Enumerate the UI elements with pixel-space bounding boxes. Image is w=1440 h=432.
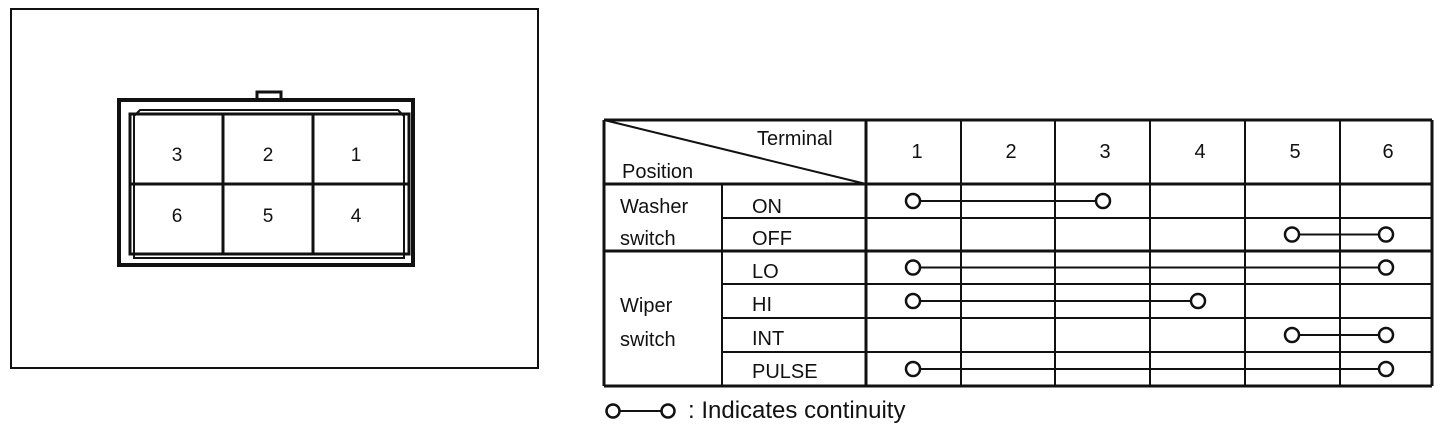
- continuity-terminal-dot: [904, 259, 922, 276]
- cavity-label: 1: [351, 145, 362, 166]
- terminal-header: 3: [1099, 141, 1110, 163]
- legend-text: : Indicates continuity: [688, 397, 906, 424]
- continuity-marks: [904, 192, 1395, 378]
- row-label: PULSE: [752, 361, 818, 383]
- cavity-label: 3: [172, 145, 183, 166]
- continuity-terminal-dot: [1283, 326, 1301, 344]
- header-position-label: Position: [622, 161, 693, 183]
- continuity-terminal-dot: [904, 192, 922, 210]
- terminal-header: 5: [1289, 141, 1300, 163]
- table-grid: [602, 118, 1434, 388]
- terminal-header: 6: [1382, 141, 1393, 163]
- group-name: Wiper: [620, 295, 673, 317]
- cavity-label: 2: [263, 145, 274, 166]
- row-label: ON: [752, 196, 782, 218]
- group-name: switch: [620, 329, 676, 351]
- row-label: OFF: [752, 228, 792, 250]
- group-name: switch: [620, 228, 676, 250]
- continuity-table: Terminal Position 1 2 3 4 5 6 Washer swi…: [602, 118, 1434, 388]
- cavity-label: 4: [351, 206, 362, 227]
- continuity-terminal-dot: [1377, 360, 1395, 378]
- continuity-legend: : Indicates continuity: [604, 396, 905, 426]
- group-name: Washer: [620, 196, 689, 218]
- cavity-label: 6: [172, 206, 183, 227]
- cavity-label: 5: [263, 206, 274, 227]
- continuity-terminal-dot: [1377, 326, 1395, 344]
- terminal-header: 1: [911, 141, 922, 163]
- continuity-symbol-icon: [605, 403, 676, 419]
- continuity-terminal-dot: [1377, 259, 1395, 276]
- header-terminal-label: Terminal: [757, 128, 833, 150]
- continuity-terminal-dot: [1377, 226, 1395, 243]
- continuity-terminal-dot: [904, 292, 922, 310]
- continuity-terminal-dot: [1094, 192, 1112, 210]
- header-diagonal-line: [603, 119, 867, 185]
- connector-housing-outer: [117, 98, 415, 267]
- terminal-header: 4: [1194, 141, 1205, 163]
- connector-lock-tab: [255, 90, 283, 101]
- continuity-terminal-dot: [904, 360, 922, 378]
- row-label: HI: [752, 294, 772, 316]
- row-label: INT: [752, 328, 784, 350]
- continuity-terminal-dot: [1283, 226, 1301, 243]
- row-label: LO: [752, 261, 779, 283]
- connector-diagram: 3 2 1 6 5 4: [117, 90, 415, 267]
- terminal-header: 2: [1005, 141, 1016, 163]
- continuity-terminal-dot: [1189, 292, 1207, 310]
- connector-view-panel: 3 2 1 6 5 4: [10, 8, 539, 369]
